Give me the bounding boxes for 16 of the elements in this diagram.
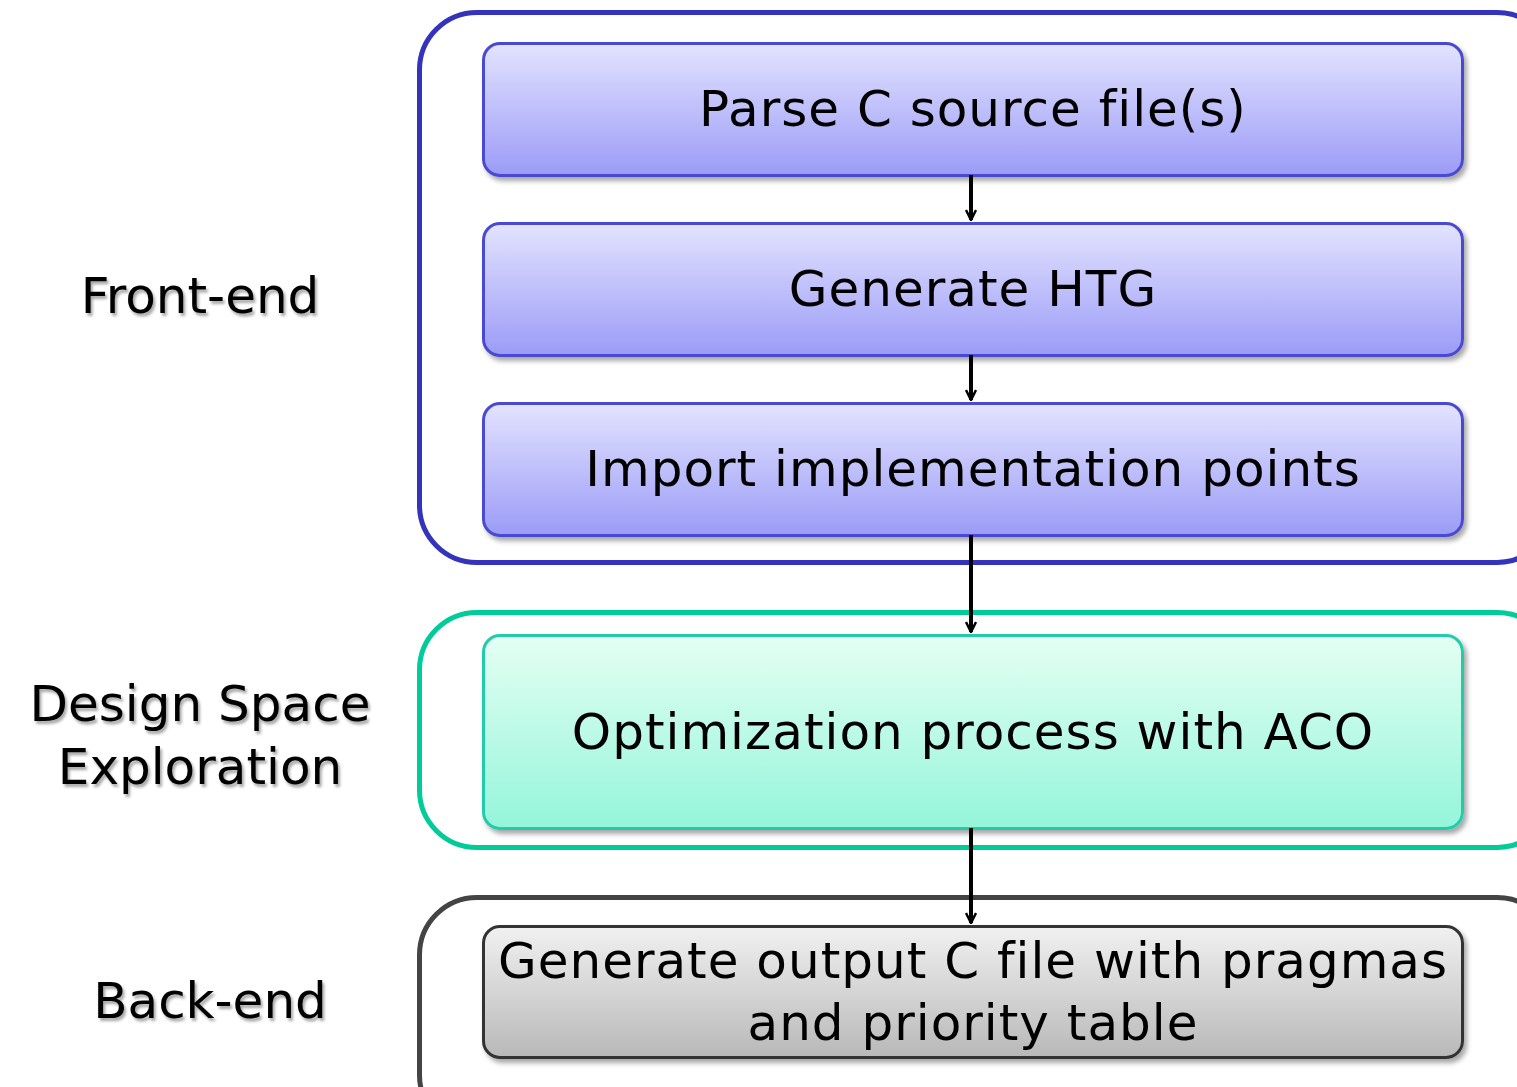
step-label: Generate output C file with pragmas and priority table [496,930,1450,1054]
group-label: Front-end [79,266,321,327]
group-label: Design Space Exploration [28,674,372,798]
step-label: Parse C source file(s) [699,79,1247,141]
group-label: Back-end [92,971,328,1032]
arrow [964,175,978,222]
process-box [482,222,1464,357]
step-label: Optimization process with ACO [571,701,1375,763]
process-box [482,42,1464,177]
step-label: Generate HTG [788,259,1158,321]
process-box [482,402,1464,537]
process-box [482,634,1464,830]
step-label: Import implementation points [585,439,1361,501]
arrow [964,828,978,925]
arrow [964,535,978,634]
arrow [964,355,978,402]
